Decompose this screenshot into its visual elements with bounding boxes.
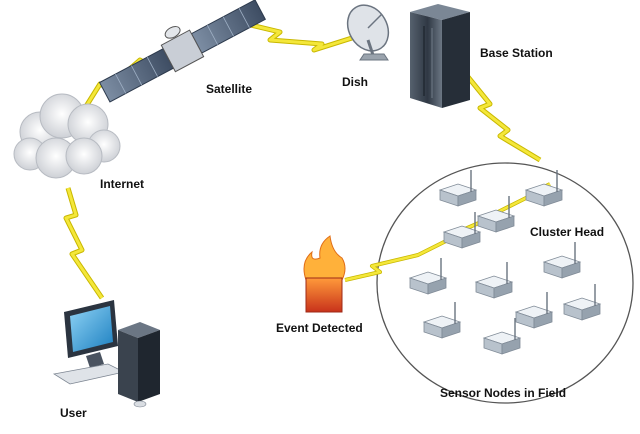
satellite-dish-link xyxy=(237,19,353,53)
sensor-node xyxy=(439,169,477,207)
basestation-field-link xyxy=(462,70,542,163)
sensor-node xyxy=(515,291,553,329)
cluster-head-label: Cluster Head xyxy=(530,225,605,239)
user-computer-icon xyxy=(52,300,160,408)
fire-event-icon xyxy=(303,235,346,313)
base-station-icon xyxy=(410,4,470,108)
sensor-node xyxy=(423,301,461,339)
user-label: User xyxy=(60,406,87,420)
internet-label: Internet xyxy=(100,177,145,191)
event-detected-label: Event Detected xyxy=(276,321,363,335)
sensor-node xyxy=(477,195,515,233)
sensor-node xyxy=(563,283,601,321)
internet-user-link xyxy=(63,187,105,300)
cluster-head-node xyxy=(525,169,563,207)
internet-cloud-icon xyxy=(13,93,121,179)
sensor-node xyxy=(409,257,447,295)
satellite-icon xyxy=(98,0,267,103)
base-station-label: Base Station xyxy=(480,46,553,60)
sensor-nodes-label: Sensor Nodes in Field xyxy=(440,386,567,400)
sensor-node xyxy=(475,261,513,299)
sensor-node xyxy=(543,241,581,279)
sensor-field-circle xyxy=(376,162,634,404)
sensor-node xyxy=(483,317,521,355)
sensor-node xyxy=(443,211,481,249)
satellite-label: Satellite xyxy=(206,82,253,96)
dish-label: Dish xyxy=(342,75,369,89)
dish-icon xyxy=(346,4,390,61)
